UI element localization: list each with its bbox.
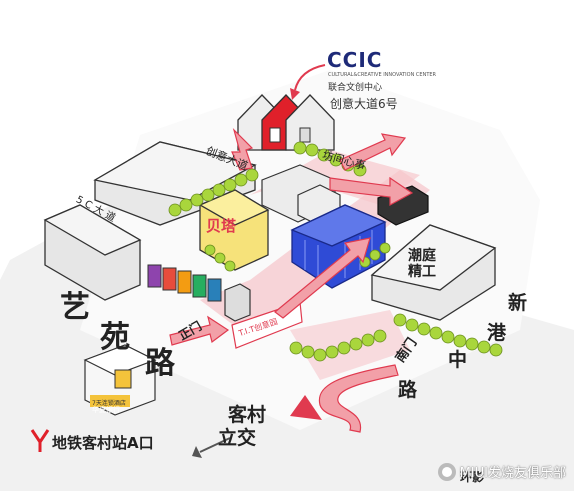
kecun-label-2: 立交	[218, 427, 257, 449]
arrow-head-south	[290, 395, 322, 420]
xingang-road-char-1: 新	[508, 292, 528, 314]
chuangyi-no6-label: 创意大道6号	[330, 97, 398, 111]
yiyuan-road-char-3: 路	[145, 346, 175, 381]
hotel-7days-building	[83, 344, 157, 416]
main-gate-pillar	[224, 283, 251, 322]
xingang-road-char-4: 路	[398, 379, 418, 401]
rainbow-booths	[147, 264, 222, 302]
huanying-label: 环影	[460, 470, 485, 484]
beita-label: 贝塔	[206, 217, 237, 235]
hotel-7days-label: 7天连锁酒店	[92, 400, 126, 407]
metro-station-label: 地铁客村站A口	[52, 434, 154, 452]
ccic-buildings	[237, 94, 335, 151]
yiyuan-road-char-1: 艺	[60, 290, 90, 325]
building-chaoting-roof	[370, 224, 497, 291]
bank-label: 华夏银行	[92, 406, 120, 414]
ccic-tagline: CULTURAL&CREATIVE INNOVATION CENTER	[328, 72, 437, 78]
ccic-name: 联合文创中心	[328, 83, 383, 93]
wechat-icon	[437, 462, 456, 481]
watermark-text: MIUI发烧友俱乐部	[459, 466, 566, 481]
chaoting-label: 潮庭精工	[408, 248, 436, 280]
yiyuan-road-char-2: 苑	[100, 320, 130, 355]
kecun-label-1: 客村	[228, 404, 267, 426]
building-5c-roof	[43, 204, 142, 256]
route-arrows	[169, 127, 414, 433]
watermark: MIUI发烧友俱乐部	[437, 462, 566, 481]
ccic-logo: CCIC	[327, 48, 383, 72]
ccic-pointer-head	[290, 88, 300, 100]
metro-logo-icon	[30, 429, 50, 452]
xingang-road-char-2: 港	[487, 322, 507, 344]
building-beita-roof	[198, 189, 270, 226]
ccic-pointer	[294, 64, 326, 91]
building-blue-roof	[290, 204, 387, 247]
kecun-arrow-line	[199, 437, 231, 453]
kecun-arrow-head	[192, 446, 202, 458]
xingang-road-char-3: 中	[448, 349, 468, 371]
tree-rows	[168, 141, 503, 362]
